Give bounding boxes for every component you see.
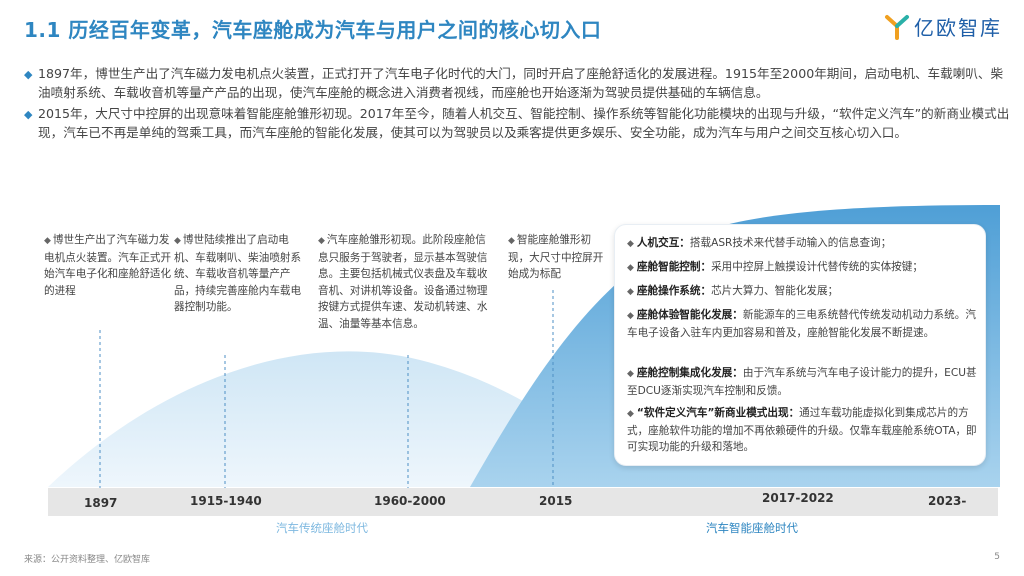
source-note: 来源：公开资料整理、亿欧智库 (24, 555, 151, 565)
diamond-bullet-icon: ◆ (627, 263, 634, 273)
panel-item: ◆座舱体验智能化发展：新能源车的三电系统替代传统发动机动力系统。汽车电子设备入驻… (627, 307, 977, 341)
milestone-note-1960: ◆汽车座舱雏形初现。此阶段座舱信息只服务于驾驶者，显示基本驾驶信息。主要包括机械… (318, 232, 496, 332)
diamond-bullet-icon: ◆ (174, 236, 181, 246)
panel-item-text: 芯片大算力、智能化发展； (711, 285, 839, 297)
panel-item-text: 采用中控屏上触摸设计代替传统的实体按键； (711, 261, 923, 273)
panel-item-text: 通过车载功能虚拟化到集成芯片的方式，座舱软件功能的增加不再依赖硬件的升级。仅靠车… (627, 407, 977, 453)
timeline-year: 1897 (84, 496, 118, 510)
page-number: 5 (994, 552, 1000, 562)
timeline-year: 1960-2000 (374, 494, 446, 508)
diamond-bullet-icon: ◆ (24, 108, 33, 121)
diamond-bullet-icon: ◆ (627, 311, 634, 321)
panel-item-text: 新能源车的三电系统替代传统发动机动力系统。汽车电子设备入驻车内更加容易和普及，座… (627, 309, 976, 339)
panel-item: ◆人机交互：搭载ASR技术来代替手动输入的信息查询； (627, 235, 977, 253)
intro-bullets: ◆ 1897年，博世生产出了汽车磁力发电机点火装置，正式打开了汽车电子化时代的大… (24, 64, 1014, 144)
milestone-text: 汽车座舱雏形初现。此阶段座舱信息只服务于驾驶者，显示基本驾驶信息。主要包括机械式… (318, 234, 488, 330)
panel-item-head: 座舱操作系统： (636, 285, 712, 297)
milestone-note-1897: ◆博世生产出了汽车磁力发电机点火装置。汽车正式开始汽车电子化和座舱舒适化的进程 (44, 232, 172, 299)
panel-item-text: 搭载ASR技术来代替手动输入的信息查询； (689, 237, 892, 249)
logo-text: 亿欧智库 (914, 16, 1002, 40)
intro-bullet-text: 1897年，博世生产出了汽车磁力发电机点火装置，正式打开了汽车电子化时代的大门，… (38, 66, 1004, 100)
timeline-year: 2023- (928, 494, 967, 508)
diamond-bullet-icon: ◆ (44, 236, 51, 246)
diamond-bullet-icon: ◆ (508, 236, 515, 246)
panel-item-head: 座舱智能控制： (636, 261, 712, 273)
era-label-traditional: 汽车传统座舱时代 (276, 521, 368, 535)
panel-item: ◆座舱控制集成化发展：由于汽车系统与汽车电子设计能力的提升，ECU甚至DCU逐渐… (627, 365, 977, 399)
diamond-bullet-icon: ◆ (627, 409, 634, 419)
panel-item: ◆座舱操作系统：芯片大算力、智能化发展； (627, 283, 977, 301)
timeline-year: 1915-1940 (190, 494, 262, 508)
diamond-bullet-icon: ◆ (318, 236, 325, 246)
milestone-note-2015: ◆智能座舱雏形初现，大尺寸中控屏开始成为标配 (508, 232, 612, 283)
panel-item-head: “软件定义汽车”新商业模式出现： (636, 407, 800, 419)
milestone-note-1915: ◆博世陆续推出了启动电机、车载喇叭、柴油喷射系统、车载收音机等量产产品，持续完善… (174, 232, 304, 316)
page-title: 1.1 历经百年变革，汽车座舱成为汽车与用户之间的核心切入口 (24, 18, 602, 42)
timeline-year: 2017-2022 (762, 491, 834, 505)
panel-item-text: 由于汽车系统与汽车电子设计能力的提升，ECU甚至DCU逐渐实现汽车控制和反馈。 (627, 367, 977, 397)
panel-item-head: 座舱体验智能化发展： (636, 309, 743, 321)
diamond-bullet-icon: ◆ (627, 239, 634, 249)
panel-item-head: 人机交互： (636, 237, 690, 249)
diamond-bullet-icon: ◆ (627, 287, 634, 297)
era-label-smart: 汽车智能座舱时代 (706, 521, 798, 535)
intro-bullet-text: 2015年，大尺寸中控屏的出现意味着智能座舱雏形初现。2017年至今，随着人机交… (38, 106, 1010, 140)
diamond-bullet-icon: ◆ (627, 369, 634, 379)
intro-bullet: ◆ 2015年，大尺寸中控屏的出现意味着智能座舱雏形初现。2017年至今，随着人… (24, 104, 1014, 142)
panel-item-head: 座舱控制集成化发展： (636, 367, 743, 379)
smart-cockpit-panel: ◆人机交互：搭载ASR技术来代替手动输入的信息查询； ◆座舱智能控制：采用中控屏… (614, 224, 986, 466)
diamond-bullet-icon: ◆ (24, 68, 33, 81)
timeline-bar (48, 488, 998, 516)
logo: 亿欧智库 (884, 12, 1002, 41)
timeline-year: 2015 (539, 494, 573, 508)
milestone-text: 博世生产出了汽车磁力发电机点火装置。汽车正式开始汽车电子化和座舱舒适化的进程 (44, 234, 172, 297)
milestone-text: 博世陆续推出了启动电机、车载喇叭、柴油喷射系统、车载收音机等量产产品，持续完善座… (174, 234, 302, 313)
milestone-text: 智能座舱雏形初现，大尺寸中控屏开始成为标配 (508, 234, 604, 280)
panel-item: ◆座舱智能控制：采用中控屏上触摸设计代替传统的实体按键； (627, 259, 977, 277)
yiou-logo-icon (885, 14, 909, 40)
intro-bullet: ◆ 1897年，博世生产出了汽车磁力发电机点火装置，正式打开了汽车电子化时代的大… (24, 64, 1014, 102)
panel-item: ◆“软件定义汽车”新商业模式出现：通过车载功能虚拟化到集成芯片的方式，座舱软件功… (627, 405, 977, 456)
